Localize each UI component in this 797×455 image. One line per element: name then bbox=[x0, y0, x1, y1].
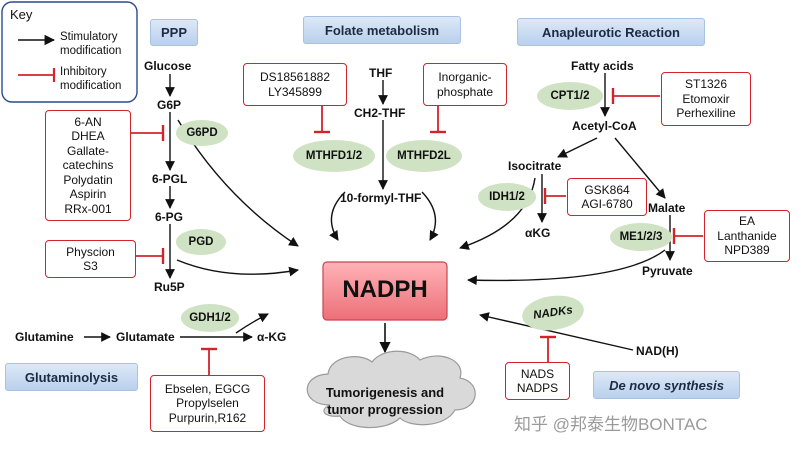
outcome-line1: Tumorigenesis and bbox=[325, 385, 445, 400]
metabolite-pyruvate: Pyruvate bbox=[642, 264, 693, 278]
metabolite-glutamate: Glutamate bbox=[116, 330, 175, 344]
key-stimulatory-line2: modification bbox=[60, 45, 122, 57]
inhibitors-nadks: NADS NADPS bbox=[505, 362, 570, 400]
metabolite-thf: THF bbox=[369, 66, 393, 80]
arrow-gdh-nadph bbox=[235, 313, 269, 334]
inhibitor-ea: EA bbox=[738, 214, 755, 229]
inhibitor-agi6780: AGI-6780 bbox=[581, 197, 633, 211]
inhibitor-dhea: DHEA bbox=[71, 129, 105, 144]
arrow-mthfd2l-nadph bbox=[421, 191, 439, 241]
inhibitor-6an: 6-AN bbox=[74, 114, 102, 129]
inhibitor-etomoxir: Etomoxir bbox=[682, 91, 730, 106]
inhibitor-physcion: Physcion bbox=[66, 244, 115, 259]
key-inhibitory-label: Inhibitory modification bbox=[60, 65, 121, 93]
outcome-label: Tumorigenesis and tumor progression bbox=[300, 384, 470, 418]
inhibitor-polydatin: Polydatin bbox=[63, 172, 113, 187]
outcome-line2: tumor progression bbox=[327, 402, 443, 417]
inhibitor-inorganic: Inorganic- bbox=[438, 70, 492, 84]
inhibitor-ebselen-egcg: Ebselen, EGCG bbox=[164, 381, 251, 396]
enzyme-g6pd: G6PD bbox=[176, 120, 228, 146]
arrow-idh-nadph bbox=[459, 177, 536, 250]
inhibitors-cpt: ST1326 Etomoxir Perhexiline bbox=[661, 72, 751, 126]
inhibitor-perhexiline: Perhexiline bbox=[676, 106, 736, 121]
nadph-box bbox=[322, 261, 448, 321]
inhibitor-gsk864: GSK864 bbox=[584, 182, 630, 197]
enzyme-gdh12: GDH1/2 bbox=[181, 304, 239, 332]
metabolite-akg: αKG bbox=[525, 226, 551, 240]
metabolite-glutamine: Glutamine bbox=[15, 330, 74, 344]
metabolite-nadh: NAD(H) bbox=[636, 344, 679, 358]
section-denovo: De novo synthesis bbox=[593, 371, 740, 399]
inhibitors-gdh: Ebselen, EGCG Propylselen Purpurin,R162 bbox=[150, 375, 265, 432]
key-stimulatory-label: Stimulatory modification bbox=[60, 30, 121, 58]
inhibitor-ds18561882: DS18561882 bbox=[259, 70, 331, 84]
inhibitor-aspirin: Aspirin bbox=[69, 187, 107, 202]
inhibitor-catechins: catechins bbox=[62, 158, 114, 173]
inhibitor-purpurin-r162: Purpurin,R162 bbox=[168, 410, 247, 425]
inhibitors-idh: GSK864 AGI-6780 bbox=[567, 178, 647, 216]
arrow-nadh-nadph bbox=[479, 312, 634, 351]
inhibitors-g6pd: 6-AN DHEA Gallate- catechins Polydatin A… bbox=[45, 110, 131, 221]
key-stimulatory-line1: Stimulatory bbox=[60, 31, 118, 43]
metabolite-glucose: Glucose bbox=[144, 59, 192, 73]
inhibitor-rrx001: RRx-001 bbox=[64, 201, 112, 216]
section-folate: Folate metabolism bbox=[303, 16, 461, 44]
metabolite-ru5p: Ru5P bbox=[154, 280, 185, 294]
metabolite-acetyl-coa: Acetyl-CoA bbox=[572, 119, 637, 133]
inhibitor-st1326: ST1326 bbox=[684, 77, 728, 92]
key-inhibitory-line1: Inhibitory bbox=[60, 66, 107, 78]
inhibitor-nads: NADS bbox=[520, 366, 555, 381]
metabolite-fatty-acids: Fatty acids bbox=[571, 59, 634, 73]
enzyme-mthfd12: MTHFD1/2 bbox=[293, 140, 375, 172]
inhibitor-lanthanide: Lanthanide bbox=[717, 228, 777, 243]
key-title: Key bbox=[10, 7, 33, 22]
section-glutaminolysis: Glutaminolysis bbox=[5, 363, 138, 391]
inhibitors-pgd: Physcion S3 bbox=[45, 240, 136, 278]
key-box bbox=[1, 1, 138, 103]
enzyme-pgd: PGD bbox=[176, 229, 226, 255]
arrow-pgd-nadph bbox=[176, 259, 299, 277]
inhibitor-nadps: NADPS bbox=[516, 381, 559, 395]
arrow-mthfd12-nadph bbox=[329, 191, 346, 241]
enzyme-cpt12: CPT1/2 bbox=[537, 82, 603, 110]
arrow-acetyl-malate bbox=[614, 137, 666, 199]
outcome-cloud bbox=[306, 350, 476, 429]
arrow-me-nadph bbox=[467, 249, 666, 286]
metabolite-alpha-kg: α-KG bbox=[257, 330, 287, 344]
inhibitors-me: EA Lanthanide NPD389 bbox=[704, 210, 790, 262]
inhibitor-ly345899: LY345899 bbox=[268, 84, 322, 99]
metabolite-6pgl: 6-PGL bbox=[152, 172, 188, 186]
metabolite-6pg: 6-PG bbox=[155, 210, 184, 224]
inhibitor-phosphate: phosphate bbox=[436, 84, 494, 99]
watermark-text: 知乎 @邦泰生物BONTAC bbox=[514, 415, 708, 434]
inhibitors-mthfd12: DS18561882 LY345899 bbox=[243, 63, 347, 106]
inhibitor-s3: S3 bbox=[83, 259, 98, 273]
metabolite-10-formyl-thf: 10-formyl-THF bbox=[340, 191, 422, 205]
metabolite-isocitrate: Isocitrate bbox=[508, 159, 562, 173]
metabolite-g6p: G6P bbox=[157, 98, 182, 112]
arrow-acetyl-isocitrate bbox=[557, 137, 598, 158]
enzyme-me123: ME1/2/3 bbox=[610, 223, 672, 251]
metabolite-ch2thf: CH2-THF bbox=[354, 106, 406, 120]
section-ppp: PPP bbox=[150, 19, 198, 46]
nadph-label: NADPH bbox=[342, 276, 428, 303]
inhibitor-gallate: Gallate- bbox=[66, 143, 110, 158]
metabolite-malate: Malate bbox=[648, 201, 686, 215]
inhibitor-propylselen: Propylselen bbox=[176, 396, 239, 411]
enzyme-idh12: IDH1/2 bbox=[478, 183, 536, 211]
inhibitors-mthfd2l: Inorganic- phosphate bbox=[423, 63, 507, 106]
key-inhibitory-line2: modification bbox=[60, 80, 122, 92]
inhibitor-npd389: NPD389 bbox=[724, 243, 770, 258]
section-anaplerotic: Anapleurotic Reaction bbox=[517, 18, 705, 46]
enzyme-mthfd2l: MTHFD2L bbox=[386, 140, 462, 172]
